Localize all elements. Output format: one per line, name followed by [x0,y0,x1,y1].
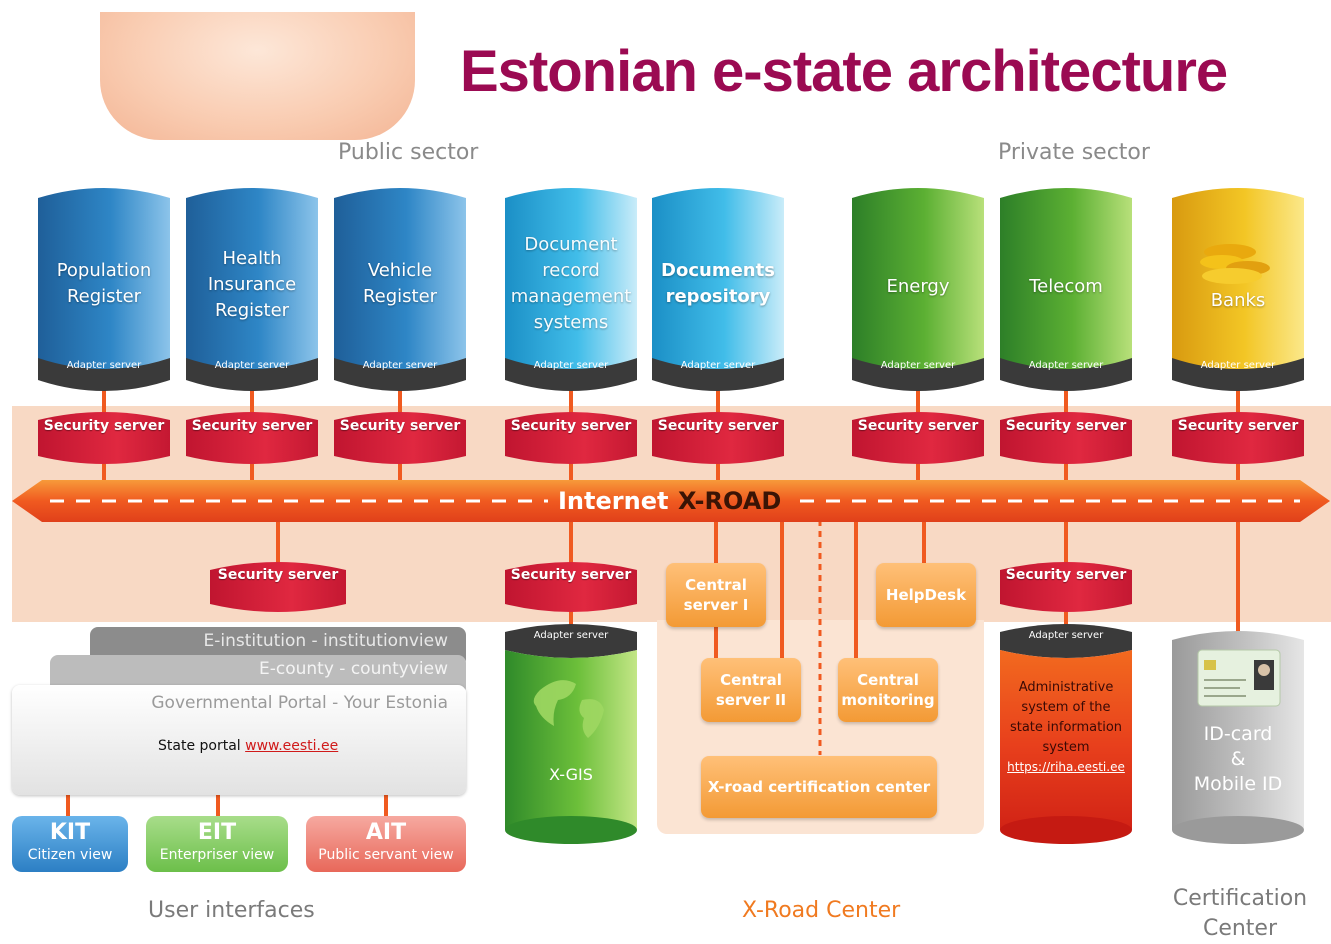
header-photo [100,12,415,140]
adapter-server-label: Adapter server [880,360,956,371]
ait-label: Public servant view [318,847,454,863]
eit-abbr: EIT [197,820,237,845]
security-server-label: Security server [657,418,779,434]
page-title: Estonian e-state architecture [460,39,1228,104]
xroad-internet-label: Internet [558,487,669,515]
state-portal-label: State portal [158,738,241,754]
security-server-label: Security server [510,418,632,434]
document-record-label: Document record management systems [510,234,632,333]
xroad-center-label: X-Road Center [742,898,901,923]
kit-citizen-view[interactable]: KIT Citizen view [12,816,128,872]
coins-icon [1200,244,1270,284]
riha-link[interactable]: https://riha.eesti.ee [1007,760,1125,774]
adapter-server-label: Adapter server [66,360,142,371]
state-portal-link[interactable]: www.eesti.ee [245,738,339,754]
adapter-server-label: Adapter server [680,360,756,371]
ait-public-servant-view[interactable]: AIT Public servant view [306,816,466,872]
central-monitoring: Central monitoring [838,658,938,722]
e-institution-label: E-institution - institutionview [203,631,448,651]
eit-enterpriser-view[interactable]: EIT Enterpriser view [146,816,288,872]
e-county-label: E-county - countyview [258,659,448,679]
governmental-portal-label: Governmental Portal - Your Estonia [151,693,448,713]
security-server-label: Security server [191,418,313,434]
eit-label: Enterpriser view [159,847,275,863]
kit-label: Citizen view [27,847,113,863]
kit-abbr: KIT [49,820,91,845]
security-server-label: Security server [43,418,165,434]
security-server-label: Security server [1177,418,1299,434]
adapter-server-label: Adapter server [533,630,609,641]
xroad-certification-center: X-road certification center [701,756,937,818]
state-portal-row: State portal www.eesti.ee [158,738,338,754]
public-sector-label: Public sector [338,140,479,165]
security-server-label: Security server [1005,418,1127,434]
energy-label: Energy [886,276,950,297]
adapter-server-label: Adapter server [1028,630,1104,641]
certification-center-label: Certification Center [1172,886,1308,941]
id-card-icon [1197,649,1281,707]
adapter-server-label: Adapter server [1200,360,1276,371]
id-card-label: ID-card & Mobile ID [1193,723,1283,795]
governmental-portal: Governmental Portal - Your Estonia [12,685,466,795]
telecom-label: Telecom [1029,276,1103,297]
adapter-server-label: Adapter server [533,360,609,371]
security-server-label: Security server [1005,567,1127,583]
globe-icon [533,680,604,738]
banks-label: Banks [1210,290,1266,311]
security-server-label: Security server [510,567,632,583]
vehicle-register-label: Vehicle Register [362,260,438,307]
riha-description: Administrative system of the state infor… [1009,680,1123,755]
adapter-server-label: Adapter server [214,360,290,371]
adapter-server-label: Adapter server [362,360,438,371]
security-server-label: Security server [217,567,339,583]
central-server-2: Central server II [701,658,801,722]
security-server-label: Security server [339,418,461,434]
helpdesk: HelpDesk [876,563,976,627]
private-sector-label: Private sector [998,140,1150,165]
xroad-name-label: X-ROAD [678,487,782,515]
security-server-label: Security server [857,418,979,434]
adapter-server-label: Adapter server [1028,360,1104,371]
xgis-label: X-GIS [549,765,593,784]
user-interfaces-label: User interfaces [148,898,315,923]
health-insurance-register-label: Health Insurance Register [207,248,297,321]
central-server-1: Central server I [666,563,766,627]
ait-abbr: AIT [365,820,407,845]
population-register-label: Population Register [56,260,152,307]
documents-repository-label: Documents repository [661,260,775,307]
